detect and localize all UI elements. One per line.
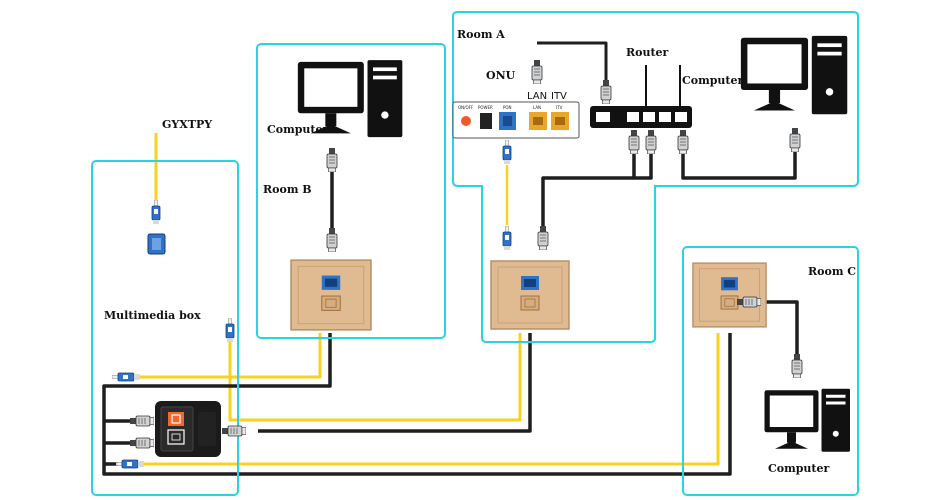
fiber-room-b [130,333,322,379]
fiber-room-c [130,333,720,466]
rj-plug-router-wan [600,80,612,104]
room-a-border [452,11,859,343]
rj-plug-router-lan1 [628,130,640,154]
ethernet-panel-c-computer [765,300,799,355]
room-c-computer-label: Computer [768,462,829,475]
rj-plug-computer-a [789,128,801,152]
onu-port-label-lan: LAN [533,105,541,110]
ethernet-router-panel-a [541,150,653,230]
itv-label: ITV [551,91,567,102]
onu-port-label-pon: PON [503,105,512,110]
wall-socket-icon [490,260,570,330]
onu-port-label-onoff: ON/OFF [458,105,474,110]
cables [102,41,799,476]
room-b-border [256,43,446,339]
room-b-label: Room B [263,183,312,196]
rj-plug-box-1 [130,415,154,427]
onu-port-label-itv: ITV [556,105,563,110]
ethernet-room-a [258,333,532,433]
room-borders [91,11,859,496]
room-c-label: Room C [808,265,856,278]
wall-socket-icon [692,262,767,328]
ethernet-onu-router [537,41,608,92]
rj-plug-computer-c [791,354,803,378]
ethernet-room-b [102,333,332,476]
rj-plug-router-lan4 [677,130,689,154]
fiber-patch-plug-box [225,318,235,342]
desktop-computer-icon [740,35,848,115]
multimedia-box-border [91,160,239,496]
desktop-computer-icon [764,388,850,452]
room-a-computer-label: Computer [682,74,743,87]
multimedia-box-label: Multimedia box [104,309,201,322]
fiber-plug-panel-a [502,226,512,250]
router-icon [590,65,692,128]
rj-plug-box-2 [130,437,154,449]
onu-port-label-power: POWER [478,105,493,110]
rj-plug-panel-a [537,226,549,250]
room-a-label: Room A [457,28,505,41]
onu-power-jack [480,113,492,129]
fiber-plug-room-c-box [116,459,144,469]
wall-socket-icon [290,259,372,331]
room-b-computer-label: Computer [267,123,328,136]
ethernet-router-computer-a [681,150,797,180]
fiber-splitter-icon [155,401,221,457]
fiber-plug-room-b-box [112,372,140,382]
router-label: Router [626,46,669,59]
rj-plug-box-3 [222,425,246,437]
ethernet-room-c [240,333,732,476]
lan-label: LAN [527,91,547,102]
rj-plug-room-b-top [326,148,338,172]
gyxtpy-label: GYXTPY [162,118,212,131]
fiber-room-a [228,333,522,422]
gyxtpy-fiber-inlet [147,200,166,255]
fiber-plug-onu-pon [502,140,512,164]
rj-plug-room-b-panel [326,228,338,252]
room-c-border [682,246,859,496]
onu-device-icon: ON/OFF POWER PON LAN ITV [452,101,580,139]
rj-plug-router-lan2 [645,130,657,154]
rj-plug-onu-lan [531,60,543,84]
onu-label: ONU [486,69,516,82]
onu-power-switch [461,116,471,126]
